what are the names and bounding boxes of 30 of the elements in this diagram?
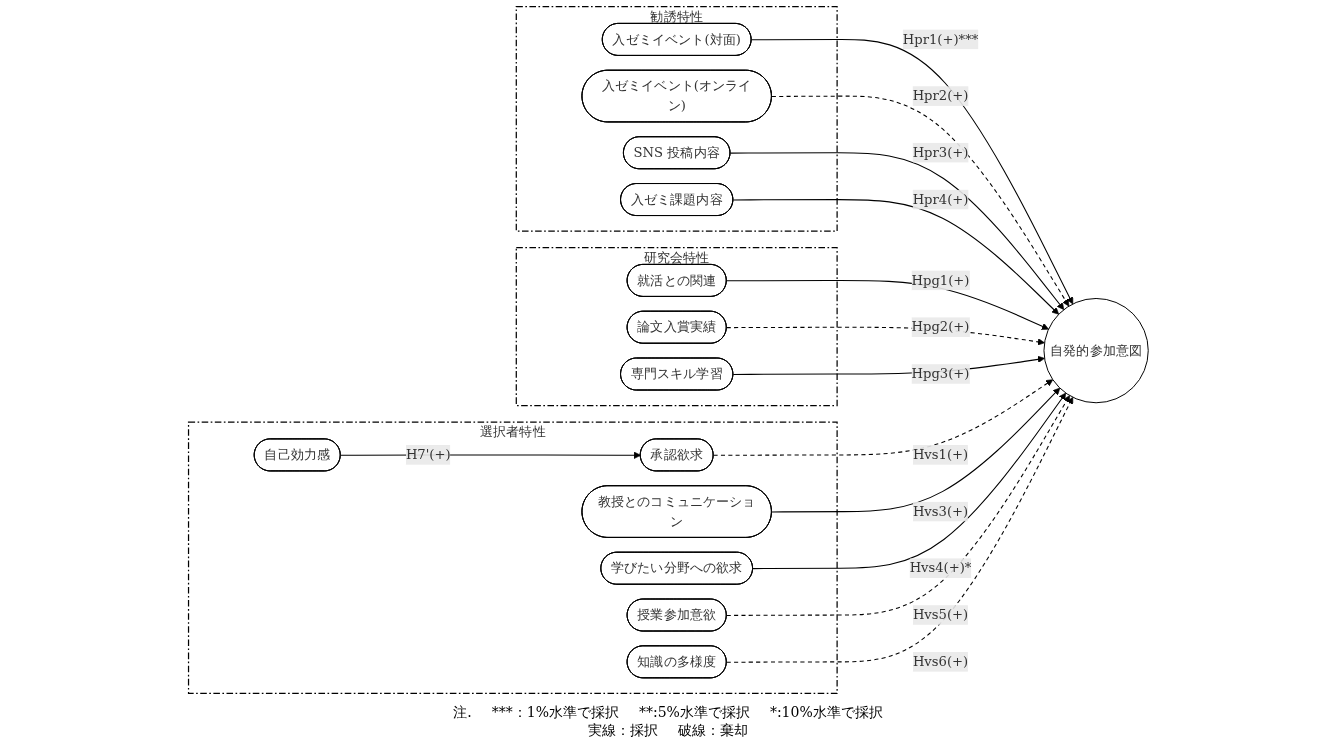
arrow <box>712 379 1053 456</box>
note-text: 実線：採択 <box>588 722 658 738</box>
node-circle: 自発的参加意図 <box>1043 298 1149 404</box>
note-text: 注. <box>453 704 472 720</box>
edge-label: Hvs4(+)* <box>909 560 972 576</box>
edge-label: Hvs1(+) <box>912 446 968 463</box>
edge-label: Hpg2(+) <box>911 319 970 335</box>
note-text: 破線：棄却 <box>678 722 748 738</box>
arrow <box>729 152 1064 310</box>
arrow <box>752 392 1066 570</box>
edge-label: Hvs3(+) <box>912 503 968 519</box>
edge-label: Hvs5(+) <box>912 606 968 623</box>
edge-label: Hpg1(+) <box>911 272 970 288</box>
arrow <box>770 95 1069 307</box>
edge-label: Hpg3(+) <box>911 365 970 382</box>
edge-label: Hpr4(+) <box>912 191 969 207</box>
arrow <box>750 38 1073 305</box>
arrow <box>725 395 1070 616</box>
edge-label: Hvs6(+) <box>912 653 968 670</box>
note-text: *:10%水準で採択 <box>769 704 883 720</box>
edge-label: H7'(+) <box>405 446 451 463</box>
edge-label: Hpr3(+) <box>912 144 969 161</box>
arrow <box>770 387 1060 513</box>
edge-label: Hpr2(+) <box>912 87 969 104</box>
note-text: **:5%水準で採択 <box>638 704 750 720</box>
edge-label: Hpr1(+)*** <box>902 31 978 47</box>
arrow <box>725 279 1049 330</box>
note-text: ***：1%水準で採択 <box>491 704 619 720</box>
arrow <box>725 396 1073 663</box>
arrow <box>732 199 1059 315</box>
